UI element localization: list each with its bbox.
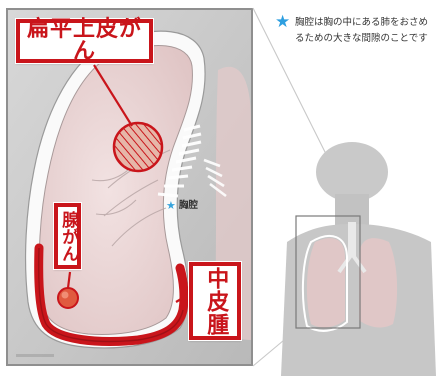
note-text: 胸腔は胸の中にある肺をおさめるための大きな間隙のことです: [295, 17, 429, 44]
adenocarcinoma-label: 腺がん: [54, 203, 81, 269]
star-icon: ★: [275, 12, 291, 32]
human-torso-figure: [281, 142, 436, 376]
pleural-cavity-text: 胸腔: [178, 199, 198, 211]
lung-panel: [6, 8, 253, 366]
squamous-cell-carcinoma-label: 扁平上皮がん: [16, 18, 153, 63]
mesothelioma-label: 中皮腫: [189, 262, 241, 340]
pleural-cavity-label: ★ 胸腔: [166, 200, 198, 211]
star-icon: ★: [166, 199, 176, 212]
